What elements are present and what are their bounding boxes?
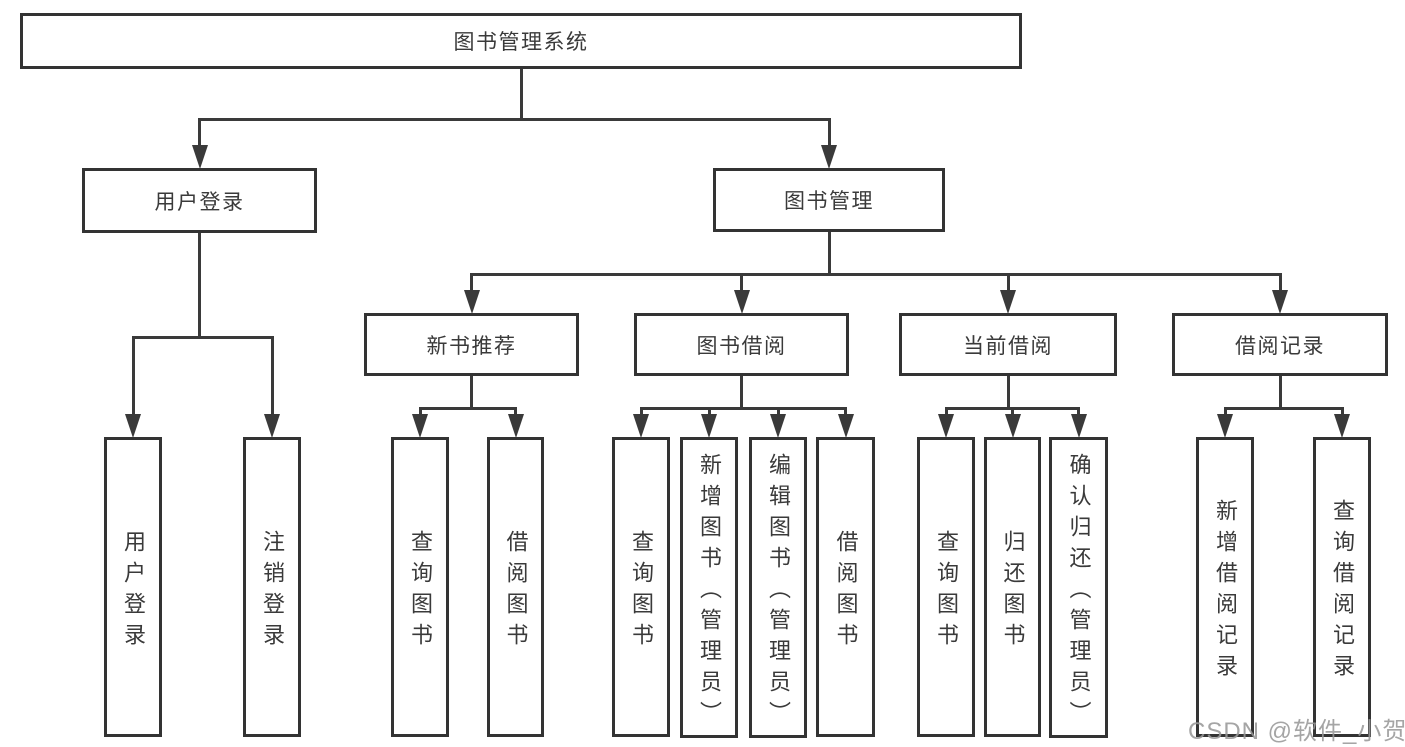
arrow-down-icon (733, 290, 750, 314)
connector-stub (776, 407, 780, 416)
connector-stub (1006, 273, 1010, 292)
arrow-down-icon (507, 414, 524, 438)
node-leaf-borrow-2: 借阅图书 (816, 437, 875, 737)
node-label-root: 图书管理系统 (453, 31, 589, 54)
node-label-leaf-confirm: 确认归还（管理员） (1066, 452, 1092, 732)
node-label-borrow: 图书借阅 (696, 334, 787, 358)
arrow-down-icon (1272, 290, 1288, 314)
node-label-leaf-query-record: 查询借阅记录 (1330, 498, 1355, 685)
node-label-current: 当前借阅 (963, 334, 1053, 358)
connector-stub (418, 407, 422, 416)
connector-stub (707, 407, 711, 416)
node-login: 用户登录 (82, 168, 317, 233)
node-label-leaf-logout: 注销登录 (260, 529, 285, 654)
node-leaf-edit-book: 编辑图书（管理员） (749, 437, 807, 738)
arrow-down-icon (125, 414, 141, 438)
node-leaf-add-book: 新增图书（管理员） (680, 437, 738, 738)
connector-trunk (827, 231, 831, 276)
node-label-leaf-add-record: 新增借阅记录 (1213, 498, 1238, 685)
node-label-leaf-borrow-1: 借阅图书 (503, 529, 529, 654)
node-leaf-return: 归还图书 (984, 437, 1041, 737)
node-label-newbook: 新书推荐 (426, 334, 517, 358)
connector-branch (470, 273, 1282, 276)
arrow-down-icon (938, 414, 954, 438)
arrow-down-icon (264, 414, 280, 438)
connector-stub (131, 336, 135, 416)
node-leaf-query-2: 查询图书 (612, 437, 670, 737)
connector-trunk (470, 375, 473, 410)
connector-stub (1011, 407, 1014, 416)
connector-trunk (519, 68, 523, 121)
node-label-leaf-borrow-2: 借阅图书 (833, 529, 859, 654)
arrow-down-icon (1334, 414, 1350, 438)
arrow-down-icon (633, 414, 649, 438)
node-label-leaf-edit-book: 编辑图书（管理员） (766, 452, 791, 732)
node-leaf-add-record: 新增借阅记录 (1196, 437, 1254, 737)
arrow-down-icon (821, 145, 837, 169)
node-root: 图书管理系统 (20, 13, 1022, 69)
arrow-down-icon (412, 414, 428, 438)
node-leaf-confirm: 确认归还（管理员） (1049, 437, 1108, 738)
connector-stub (1278, 273, 1282, 292)
connector-stub (270, 336, 274, 416)
node-leaf-user-login: 用户登录 (104, 437, 162, 737)
node-label-leaf-add-book: 新增图书（管理员） (697, 452, 722, 732)
node-label-mgmt: 图书管理 (784, 190, 874, 213)
connector-stub (639, 407, 643, 416)
connector-stub (740, 273, 743, 292)
connector-stub (514, 407, 517, 416)
node-leaf-logout: 注销登录 (243, 437, 301, 737)
node-leaf-borrow-1: 借阅图书 (487, 437, 544, 737)
arrow-down-icon (191, 145, 208, 169)
node-leaf-query-3: 查询图书 (917, 437, 975, 737)
arrow-down-icon (1217, 414, 1233, 438)
node-label-leaf-return: 归还图书 (1000, 529, 1026, 654)
node-records: 借阅记录 (1172, 313, 1388, 376)
connector-trunk (1006, 375, 1010, 410)
node-label-leaf-user-login: 用户登录 (121, 529, 146, 654)
connector-branch (198, 118, 831, 121)
node-label-leaf-query-1: 查询图书 (408, 529, 433, 654)
arrow-down-icon (770, 414, 786, 438)
watermark: CSDN @软件_小贺同学 (1188, 718, 1405, 745)
node-label-records: 借阅记录 (1235, 334, 1325, 358)
node-label-leaf-query-2: 查询图书 (629, 529, 654, 654)
connector-stub (1223, 407, 1227, 416)
connector-branch (418, 407, 517, 410)
node-current: 当前借阅 (899, 313, 1117, 376)
connector-branch (1223, 407, 1344, 410)
connector-stub (1077, 407, 1080, 416)
arrow-down-icon (1070, 414, 1087, 438)
connector-trunk (740, 375, 743, 410)
connector-stub (470, 273, 473, 292)
arrow-down-icon (1000, 290, 1016, 314)
arrow-down-icon (463, 290, 480, 314)
connector-stub (844, 407, 847, 416)
node-borrow: 图书借阅 (634, 313, 849, 376)
node-leaf-query-1: 查询图书 (391, 437, 449, 737)
connector-stub (1340, 407, 1344, 416)
node-mgmt: 图书管理 (713, 168, 945, 232)
node-label-login: 用户登录 (154, 190, 245, 214)
connector-trunk (1278, 375, 1282, 410)
node-label-leaf-query-3: 查询图书 (934, 529, 959, 654)
arrow-down-icon (837, 414, 854, 438)
arrow-down-icon (1004, 414, 1021, 438)
connector-branch (131, 336, 274, 339)
node-newbook: 新书推荐 (364, 313, 579, 376)
connector-stub (198, 118, 201, 147)
connector-trunk (198, 232, 201, 339)
connector-branch (639, 407, 847, 410)
connector-stub (827, 118, 831, 147)
arrow-down-icon (701, 414, 717, 438)
connector-stub (944, 407, 948, 416)
node-leaf-query-record: 查询借阅记录 (1313, 437, 1371, 737)
